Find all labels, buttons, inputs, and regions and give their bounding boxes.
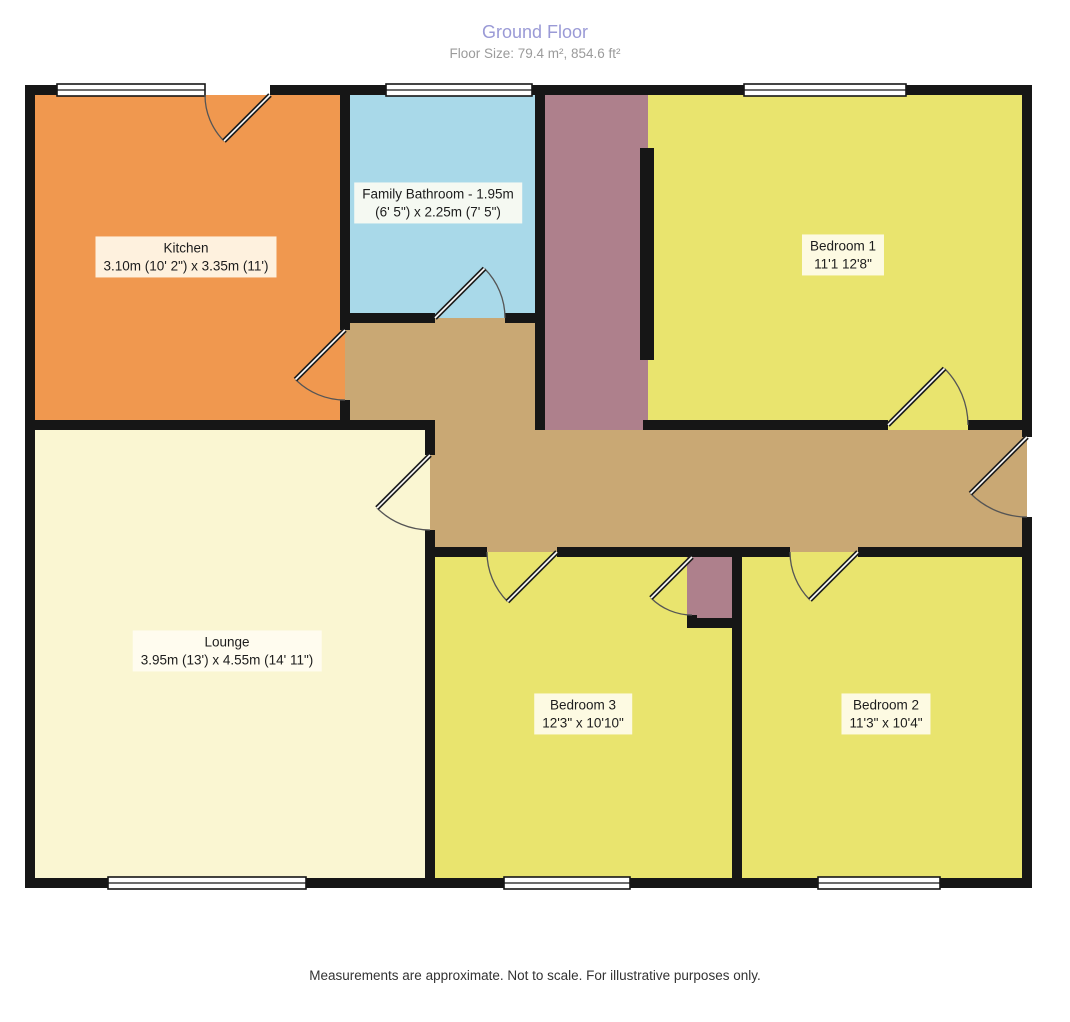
kitchen-window — [56, 83, 206, 97]
bathroom-door — [433, 266, 506, 320]
back-door-opening — [205, 85, 270, 95]
back-door — [204, 93, 272, 143]
bedroom3-label: Bedroom 3 12'3" x 10'10" — [534, 693, 632, 735]
bedroom2-door — [789, 550, 860, 602]
bedroom2-dims: 11'3" x 10'4" — [849, 715, 923, 730]
bedroom3-dims: 12'3" x 10'10" — [542, 715, 624, 730]
lounge-door — [375, 453, 432, 531]
lounge-dims: 3.95m (13') x 4.55m (14' 11") — [140, 652, 314, 667]
page-title: Ground Floor — [481, 22, 589, 42]
bedroom1-dims: 11'1 12'8" — [814, 256, 872, 271]
floor-size-subtitle: Floor Size: 79.4 m², 854.6 ft² — [449, 46, 621, 61]
lounge-name: Lounge — [204, 634, 250, 650]
cupboard-door — [649, 555, 694, 616]
kitchen-dims: 3.10m (10' 2") x 3.35m (11') — [103, 258, 269, 273]
hallway-floor-corridor — [430, 430, 1027, 552]
kitchen-door — [293, 328, 347, 401]
bedroom1-door — [886, 366, 969, 427]
bathroom-window — [385, 83, 533, 97]
doors — [204, 93, 1029, 616]
kitchen-name: Kitchen — [163, 240, 209, 256]
bathroom-dims: (6' 5") x 2.25m (7' 5") — [375, 204, 501, 219]
bathroom-name: Family Bathroom - 1.95m — [362, 186, 514, 202]
disclaimer-text: Measurements are approximate. Not to sca… — [309, 968, 761, 983]
kitchen-label: Kitchen 3.10m (10' 2") x 3.35m (11') — [95, 236, 277, 278]
lounge-window — [107, 876, 307, 890]
storage-recess-floor — [540, 90, 648, 430]
hallway-floor-upper — [345, 318, 540, 430]
lounge-label: Lounge 3.95m (13') x 4.55m (14' 11") — [132, 630, 322, 672]
bedroom3-window — [503, 876, 631, 890]
bedroom1-label: Bedroom 1 11'1 12'8" — [801, 234, 885, 276]
bedroom1-window — [743, 83, 907, 97]
bedroom1-name: Bedroom 1 — [809, 238, 877, 254]
bedroom2-window — [817, 876, 941, 890]
bathroom-label: Family Bathroom - 1.95m (6' 5") x 2.25m … — [354, 182, 522, 224]
bedroom3-door — [486, 550, 559, 604]
bedroom2-name: Bedroom 2 — [852, 697, 920, 713]
bedroom3-name: Bedroom 3 — [549, 697, 617, 713]
windows — [56, 83, 941, 890]
front-door — [968, 435, 1029, 518]
room-floors — [30, 90, 1027, 883]
bedroom2-label: Bedroom 2 11'3" x 10'4" — [841, 693, 931, 735]
